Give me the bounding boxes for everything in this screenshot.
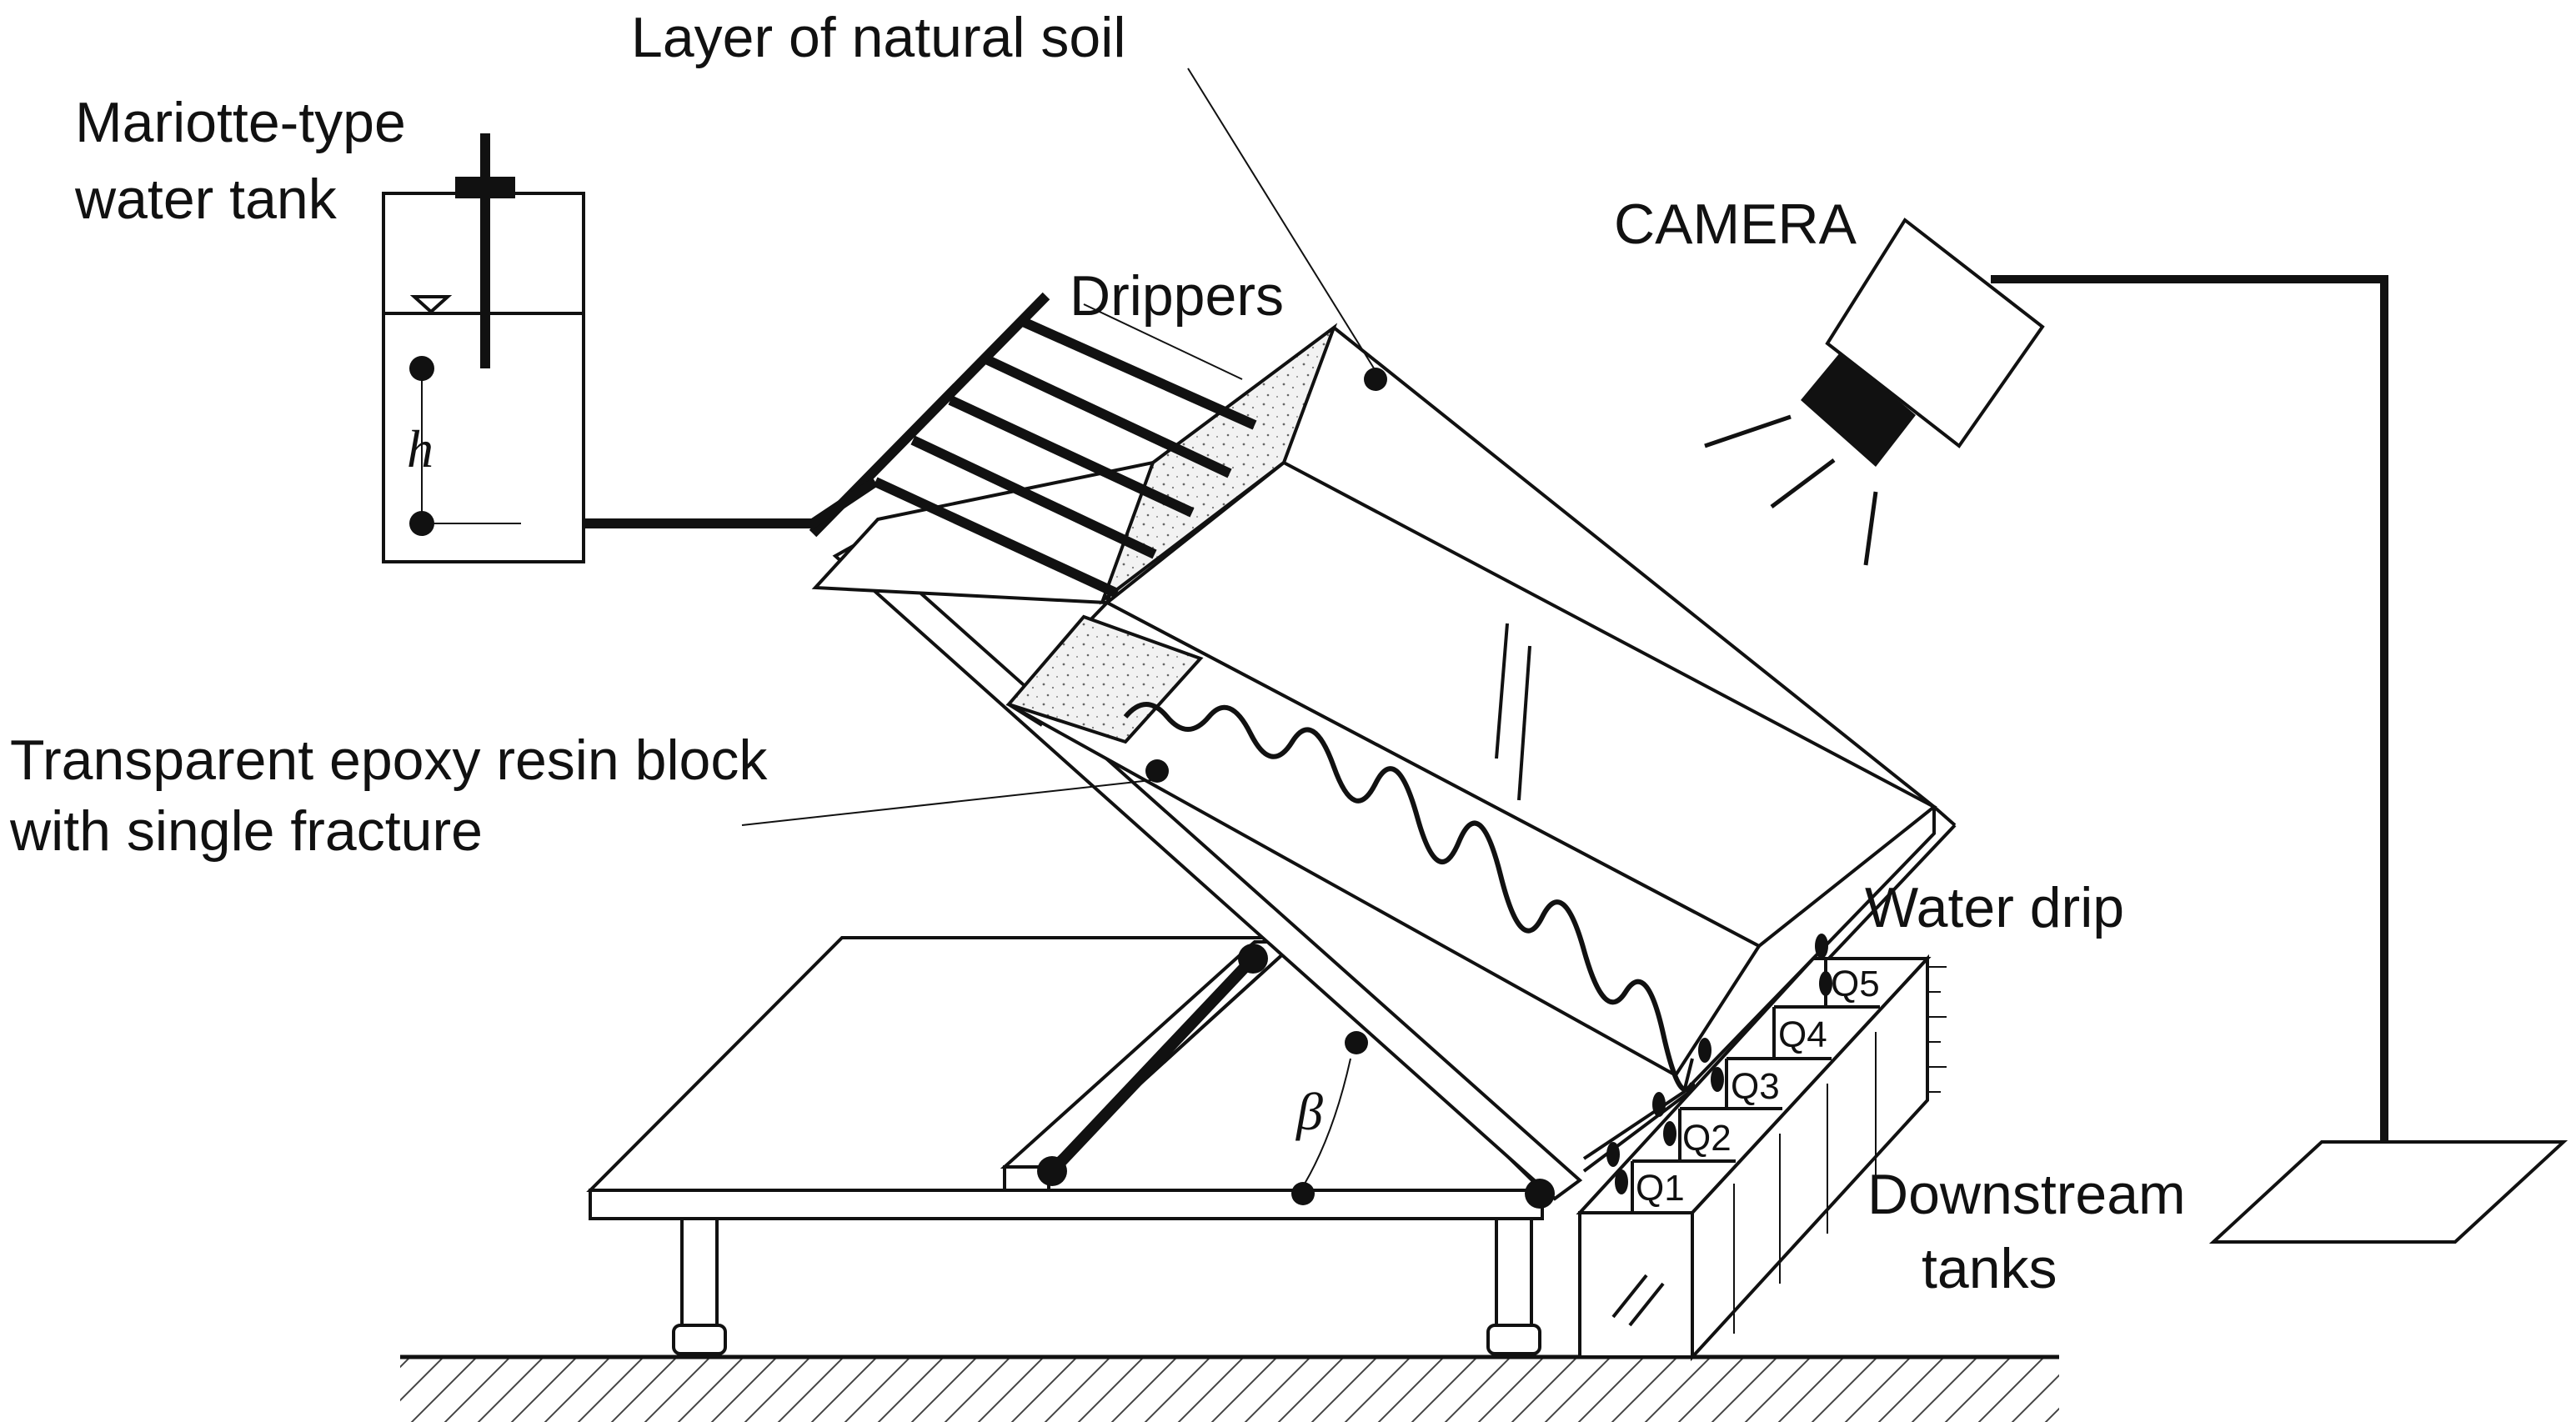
head-point-bottom — [409, 511, 434, 536]
tank-label-q1: Q1 — [1636, 1168, 1685, 1209]
angle-arc — [1304, 1058, 1351, 1184]
supply-pipe — [554, 478, 879, 528]
soil-point — [1364, 368, 1387, 391]
tank-label-q5: Q5 — [1831, 964, 1880, 1004]
dripper-manifold — [809, 292, 1257, 598]
table-legs — [672, 1217, 1541, 1355]
head-point-top — [409, 356, 434, 381]
label-mariotte-2: water tank — [74, 168, 338, 231]
tank-label-q4: Q4 — [1778, 1014, 1827, 1055]
label-soil-layer: Layer of natural soil — [631, 6, 1125, 69]
tank-label-q3: Q3 — [1731, 1066, 1780, 1107]
label-downstream-1: Downstream — [1867, 1163, 2186, 1226]
epoxy-point — [1145, 759, 1169, 783]
pivot-point — [1525, 1179, 1555, 1209]
label-epoxy-2: with single fracture — [9, 799, 483, 863]
mariotte-tube — [421, 133, 521, 524]
label-downstream-2: tanks — [1922, 1237, 2057, 1300]
strut-pin-bottom — [1037, 1156, 1067, 1186]
label-camera: CAMERA — [1614, 193, 1857, 256]
label-water-drip: Water drip — [1865, 876, 2124, 939]
support-strut — [1047, 954, 1258, 1175]
label-epoxy-1: Transparent epoxy resin block — [10, 729, 768, 792]
label-angle-beta: β — [1295, 1082, 1323, 1141]
label-mariotte-1: Mariotte-type — [75, 91, 406, 154]
leader-lines — [741, 68, 1376, 826]
label-drippers: Drippers — [1070, 264, 1284, 328]
label-head-h: h — [407, 419, 434, 478]
angle-point-lower — [1291, 1182, 1315, 1205]
tank-label-q2: Q2 — [1682, 1118, 1732, 1159]
camera — [1704, 218, 2568, 1244]
strut-pin-top — [1238, 944, 1268, 974]
tank-scale-ticks — [1733, 966, 1947, 1334]
angle-point-upper — [1345, 1031, 1368, 1054]
glass-reflection — [1495, 623, 1531, 801]
camera-stand-base — [2208, 1140, 2568, 1244]
ground — [400, 1354, 2059, 1422]
water-droplets — [1606, 934, 1832, 1194]
table — [586, 936, 1546, 1220]
downstream-tanks — [1576, 954, 1932, 1362]
fracture — [1123, 702, 1695, 1109]
